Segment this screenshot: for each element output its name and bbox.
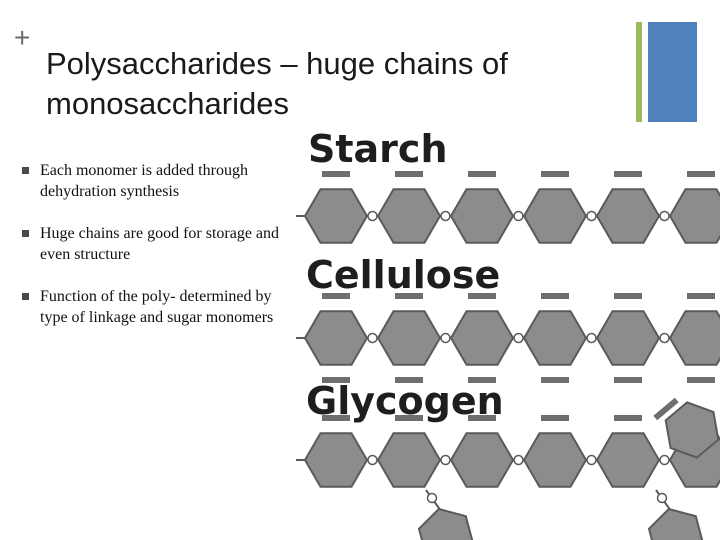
side-group-bar xyxy=(468,293,496,299)
side-group-bar xyxy=(614,171,642,177)
side-group-bar xyxy=(614,377,642,383)
oxygen-link xyxy=(659,210,670,222)
side-group-bar xyxy=(395,293,423,299)
oxygen-link xyxy=(440,210,451,222)
side-group-bar xyxy=(541,377,569,383)
bullet-text: Huge chains are good for storage and eve… xyxy=(40,225,280,263)
sugar-ring xyxy=(522,188,588,244)
oxygen-link xyxy=(586,454,597,466)
bullet-square-icon xyxy=(22,230,29,237)
bullet-square-icon xyxy=(22,167,29,174)
sugar-ring xyxy=(449,188,515,244)
side-group-bar xyxy=(395,377,423,383)
oxygen-link xyxy=(659,454,670,466)
starch-chain xyxy=(296,171,720,244)
oxygen-link xyxy=(586,210,597,222)
oxygen-link xyxy=(367,210,378,222)
glycogen-chain xyxy=(296,397,720,540)
side-group-bar xyxy=(614,293,642,299)
side-group-bar xyxy=(687,171,715,177)
polysaccharide-diagram: Starch Cellulose Glycogen xyxy=(296,127,720,540)
sugar-ring xyxy=(303,310,369,366)
slide-title: Polysaccharides – huge chains of monosac… xyxy=(46,46,508,121)
cellulose-chain xyxy=(296,293,720,383)
oxygen-link xyxy=(513,332,524,344)
sugar-ring xyxy=(668,310,720,366)
starch-label: Starch xyxy=(308,127,448,171)
side-group-bar xyxy=(541,171,569,177)
side-group-bar xyxy=(395,415,423,421)
oxygen-link xyxy=(586,332,597,344)
sugar-ring xyxy=(376,188,442,244)
sugar-ring xyxy=(303,188,369,244)
branch-sugar-ring xyxy=(664,401,720,459)
sugar-ring xyxy=(376,310,442,366)
cellulose-label: Cellulose xyxy=(306,253,500,297)
oxygen-link xyxy=(440,332,451,344)
side-group-bar xyxy=(653,397,679,421)
sugar-ring xyxy=(449,310,515,366)
oxygen-link xyxy=(367,332,378,344)
branch-sugar-ring xyxy=(647,507,704,540)
side-group-bar xyxy=(541,415,569,421)
oxygen-link xyxy=(659,332,670,344)
bullet-text: Each monomer is added through dehydratio… xyxy=(40,162,248,200)
side-group-bar xyxy=(687,293,715,299)
oxygen-link xyxy=(513,210,524,222)
sugar-ring xyxy=(668,188,720,244)
bullet-item: Function of the poly- determined by type… xyxy=(22,286,292,328)
oxygen-link xyxy=(426,492,438,504)
sugar-ring xyxy=(595,432,661,488)
side-group-bar xyxy=(322,171,350,177)
sugar-ring xyxy=(595,310,661,366)
sugar-ring xyxy=(376,432,442,488)
sugar-ring xyxy=(522,310,588,366)
accent-block-blue xyxy=(648,22,697,122)
sugar-ring xyxy=(303,432,369,488)
bullet-square-icon xyxy=(22,293,29,300)
oxygen-link xyxy=(513,454,524,466)
plus-icon: + xyxy=(14,22,31,53)
side-group-bar xyxy=(614,415,642,421)
sugar-ring xyxy=(595,188,661,244)
bullet-item: Huge chains are good for storage and eve… xyxy=(22,223,292,265)
side-group-bar xyxy=(468,415,496,421)
side-group-bar xyxy=(468,377,496,383)
bullet-text: Function of the poly- determined by type… xyxy=(40,288,274,326)
side-group-bar xyxy=(541,293,569,299)
oxygen-link xyxy=(367,454,378,466)
side-group-bar xyxy=(395,171,423,177)
side-group-bar xyxy=(322,377,350,383)
side-group-bar xyxy=(322,293,350,299)
side-group-bar xyxy=(322,415,350,421)
branch-sugar-ring xyxy=(417,507,474,540)
sugar-ring xyxy=(522,432,588,488)
oxygen-link xyxy=(656,492,668,504)
bullet-item: Each monomer is added through dehydratio… xyxy=(22,160,292,202)
side-group-bar xyxy=(468,171,496,177)
bullet-list: Each monomer is added through dehydratio… xyxy=(22,160,292,349)
sugar-ring xyxy=(449,432,515,488)
accent-bar-green xyxy=(636,22,642,122)
side-group-bar xyxy=(687,377,715,383)
oxygen-link xyxy=(440,454,451,466)
